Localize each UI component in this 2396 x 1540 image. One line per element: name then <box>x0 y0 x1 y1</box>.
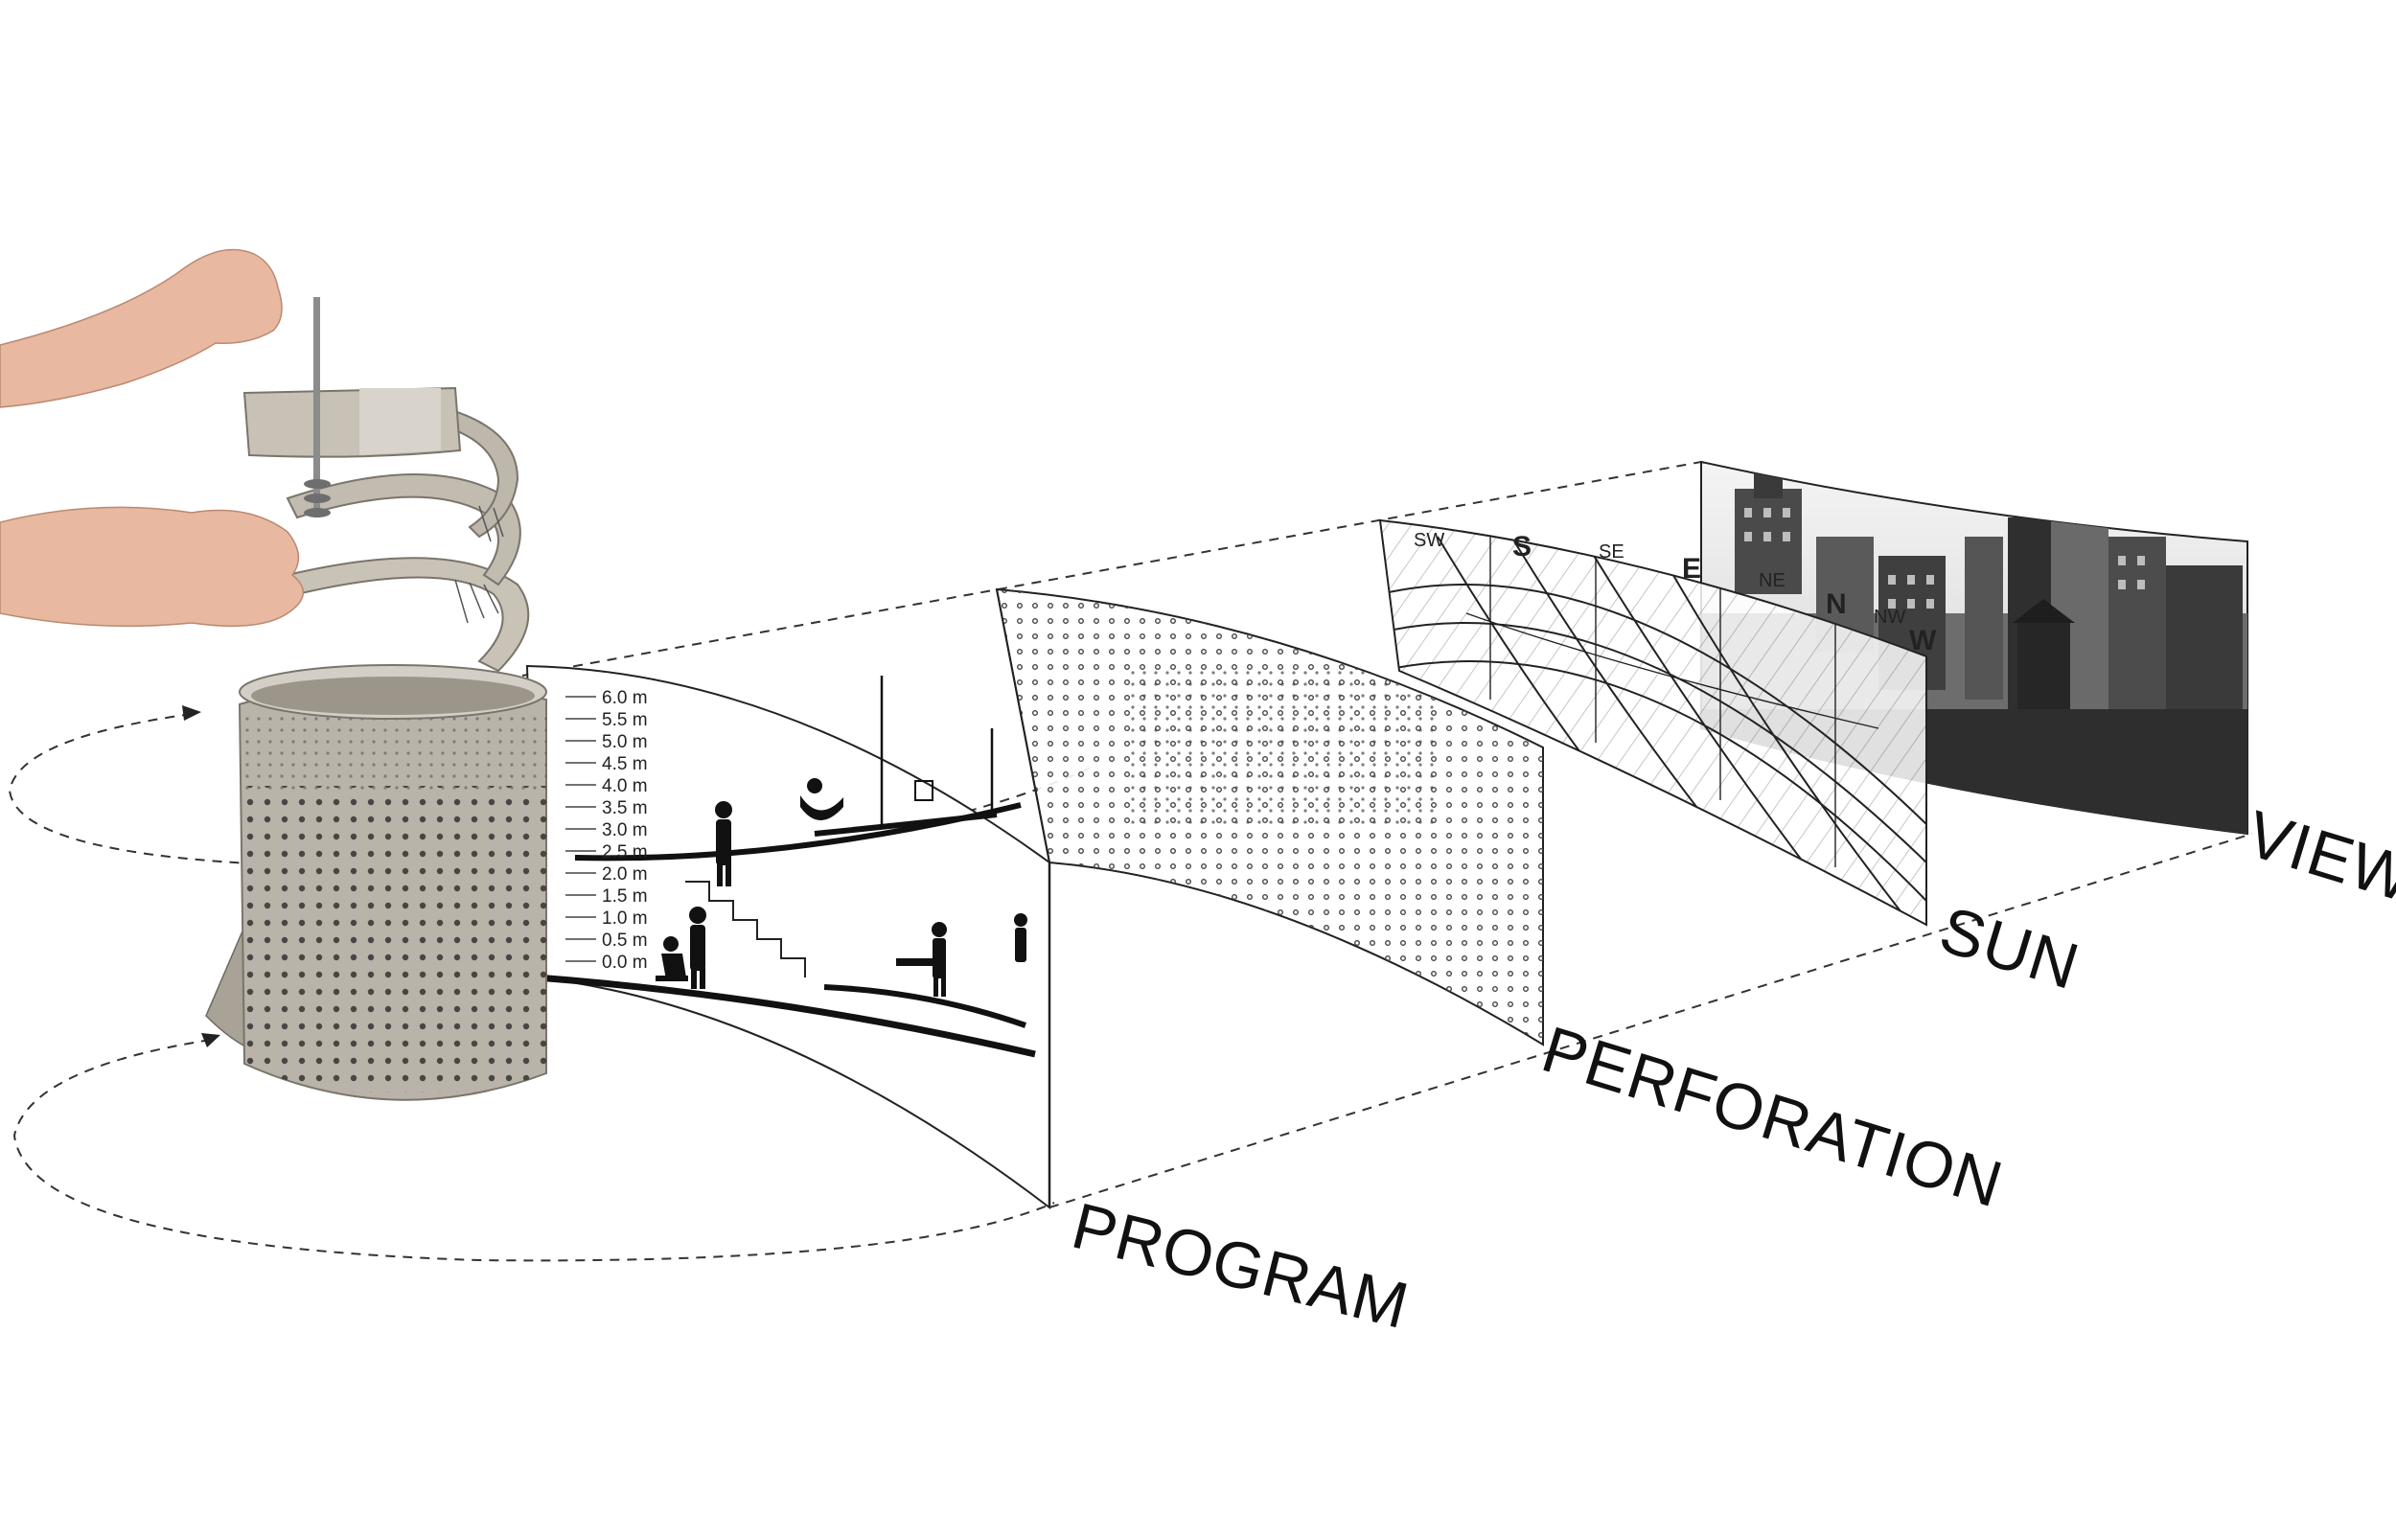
arrow-lower-icon <box>201 1033 220 1047</box>
program-stairs <box>685 881 806 977</box>
cardboard-model <box>205 297 547 1101</box>
arrow-upper-icon <box>182 705 201 721</box>
model-rod <box>313 297 320 517</box>
scale-label-2-0: 2.0 m <box>602 864 648 885</box>
scale-label-4-5: 4.5 m <box>602 754 648 774</box>
scale-label-1-5: 1.5 m <box>602 886 648 907</box>
guide-orbit-lower <box>12 1039 1055 1262</box>
scale-label-0-0: 0.0 m <box>602 953 648 973</box>
scale-label-6-0: 6.0 m <box>602 688 648 708</box>
sink-icon <box>914 780 933 801</box>
scale-label-3-5: 3.5 m <box>602 798 648 818</box>
dir-w: W <box>1909 625 1937 656</box>
model-ramp-balusters <box>454 505 504 624</box>
guide-bottom <box>1048 833 2253 1208</box>
scale-label-3-0: 3.0 m <box>602 820 648 840</box>
hands <box>0 248 304 628</box>
dir-e: E <box>1682 553 1701 585</box>
counter-icon <box>896 958 944 966</box>
hand-lower-icon <box>0 506 304 628</box>
person-seated-icon <box>656 936 688 981</box>
person-standing-lower-icon <box>689 907 706 989</box>
scale-label-5-0: 5.0 m <box>602 732 648 752</box>
person-standing-upper-icon <box>715 801 732 886</box>
human-figures <box>656 778 1027 997</box>
dir-se: SE <box>1599 541 1624 563</box>
label-program: PROGRAM <box>1065 1189 1416 1343</box>
label-perforation: PERFORATION <box>1534 1013 2012 1222</box>
dir-sw: SW <box>1414 530 1444 551</box>
program-panel: 6.0 m 5.5 m 5.0 m 4.5 m 4.0 m 3.5 m 3.0 … <box>525 664 1051 1210</box>
person-bath-icon <box>800 778 843 820</box>
height-scale-labels: 6.0 m 5.5 m 5.0 m 4.5 m 4.0 m 3.5 m 3.0 … <box>602 688 648 973</box>
dir-nw: NW <box>1874 607 1905 628</box>
label-sun: SUN <box>1932 893 2087 1004</box>
height-scale <box>565 696 596 962</box>
scale-label-5-5: 5.5 m <box>602 710 648 730</box>
model-spiral-ramp <box>286 557 530 673</box>
model-rod-nuts <box>304 479 331 517</box>
dir-n: N <box>1826 588 1847 620</box>
program-floors <box>536 676 1036 1058</box>
dir-ne: NE <box>1759 570 1785 591</box>
orbit-arrows <box>182 705 220 1047</box>
sun-direction-labels: SW S SE E NE N NW W <box>1414 530 1937 656</box>
person-right-icon <box>1014 913 1027 962</box>
scale-label-4-0: 4.0 m <box>602 776 648 796</box>
scale-label-1-0: 1.0 m <box>602 908 648 929</box>
label-view: VIEW <box>2239 797 2396 917</box>
scale-label-0-5: 0.5 m <box>602 931 648 951</box>
scale-label-2-5: 2.5 m <box>602 842 648 862</box>
dir-s: S <box>1512 531 1532 563</box>
hand-upper-icon <box>0 248 283 408</box>
